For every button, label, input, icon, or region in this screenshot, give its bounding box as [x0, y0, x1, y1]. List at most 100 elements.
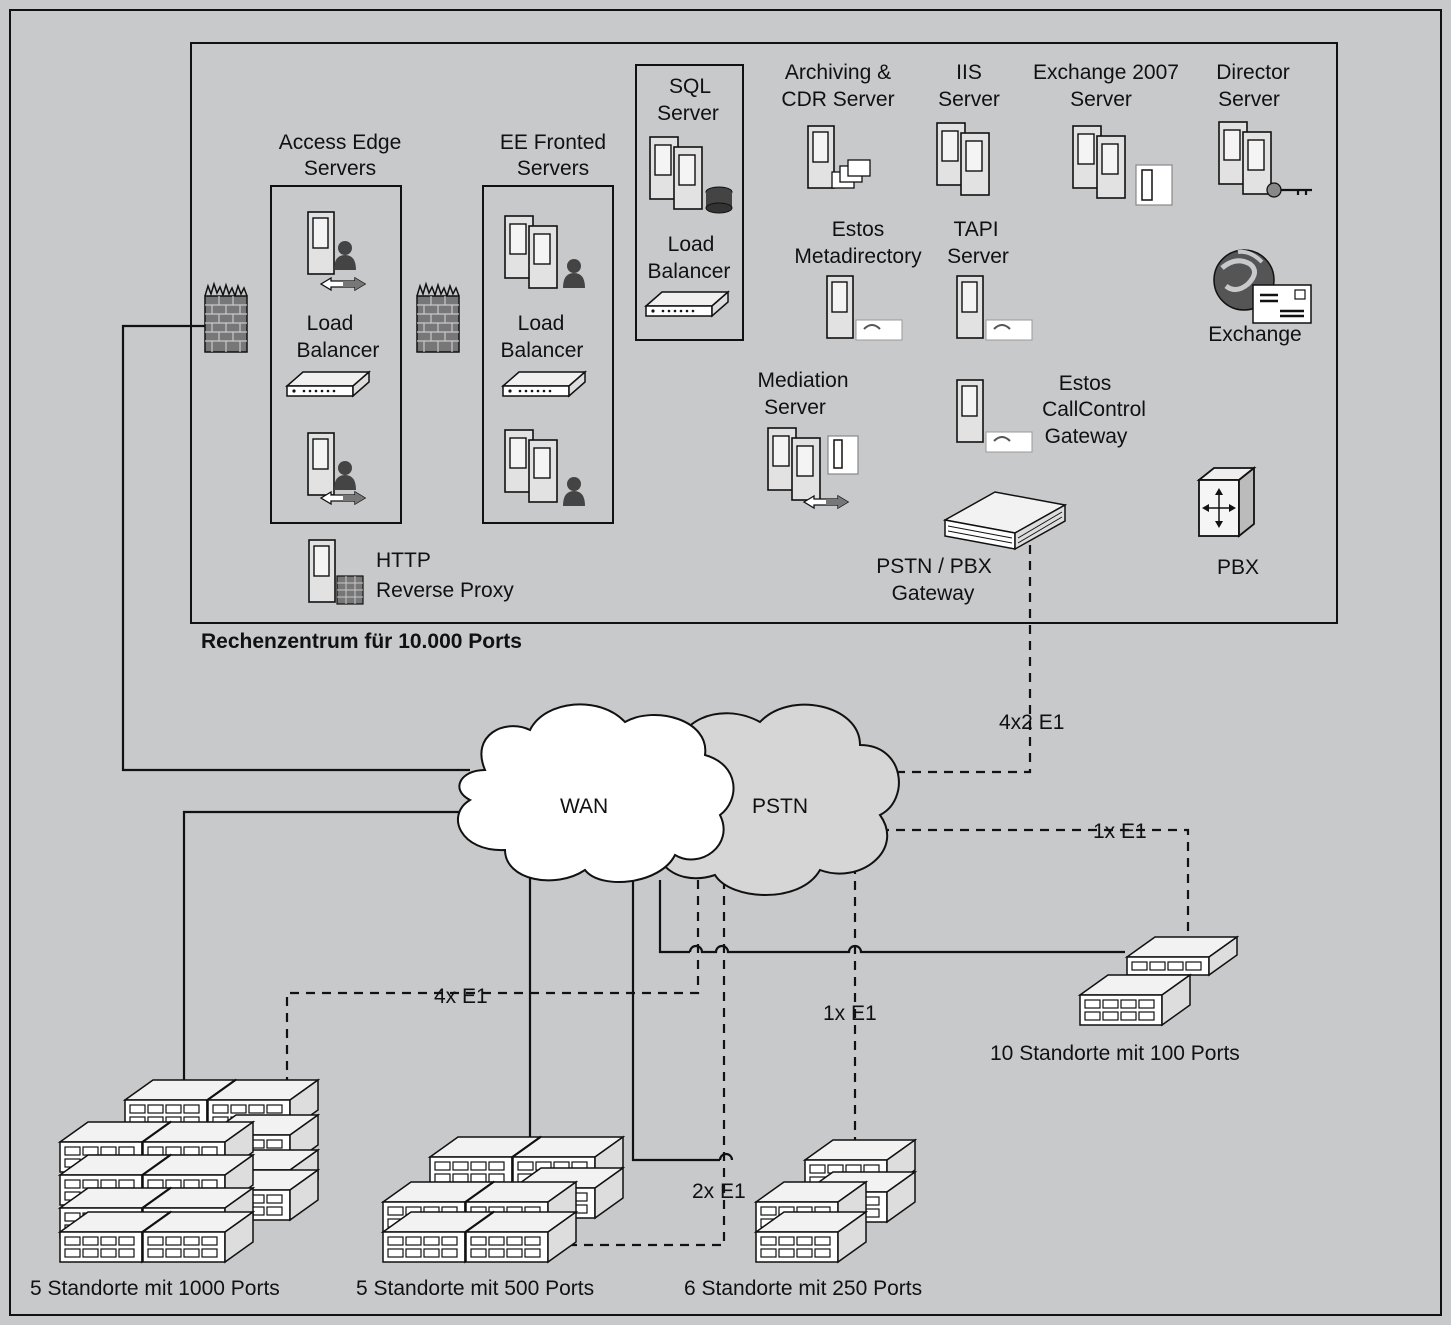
link-label-site250: 1x E1	[823, 1002, 877, 1025]
link-label-site500: 2x E1	[692, 1180, 746, 1203]
proxy-server-icon	[308, 539, 336, 603]
archiving-line-1: Archiving &	[785, 61, 891, 84]
estos-meta-server-icon	[826, 275, 854, 339]
pstn-cloud-label: PSTN	[752, 795, 808, 818]
sql-box	[635, 64, 744, 341]
ee-server-icon	[504, 215, 558, 289]
pbx: PBX	[1196, 466, 1259, 579]
tapi-line-1: TAPI	[953, 218, 998, 241]
estos-cc-line-1: Estos	[1059, 372, 1112, 395]
dc-pstn-link	[880, 545, 1032, 774]
ee-frontend-lb-2: Balancer	[501, 339, 584, 362]
ee-frontend-box	[482, 185, 614, 524]
director-line-1: Director	[1216, 61, 1290, 84]
key-icon	[1266, 182, 1312, 198]
iis-server: IIS Server	[936, 61, 1000, 196]
estos-meta-line-1: Estos	[832, 218, 885, 241]
sql-group: SQL Server Load Balancer	[635, 64, 744, 341]
datacenter-frame	[190, 42, 1338, 624]
mediation-line-1: Mediation	[757, 369, 848, 392]
tapi-line-2: Server	[947, 245, 1009, 268]
estos-cc-line-3: Gateway	[1045, 425, 1128, 448]
access-edge-box	[270, 185, 402, 524]
estos-logo-icon-2	[985, 319, 1033, 341]
site100-wan-link	[658, 880, 690, 954]
estos-cc-line-2: CallControl	[1042, 398, 1146, 421]
wan-cloud: WAN	[457, 703, 735, 883]
site1000-wan-link	[182, 810, 470, 1100]
phone-icon	[1135, 164, 1173, 206]
tapi-server: TAPI Server	[947, 218, 1033, 341]
estos-logo-icon-3	[985, 431, 1033, 453]
ee-frontend-group: EE Fronted Servers Load Balancer	[482, 131, 614, 524]
site-1000-label: 5 Standorte mit 1000 Ports	[30, 1277, 280, 1300]
load-balancer-icon	[286, 371, 370, 397]
director-server: Director Server	[1216, 61, 1312, 198]
tapi-server-icon	[956, 275, 984, 339]
database-icon	[705, 186, 733, 214]
proxy-line-2: Reverse Proxy	[376, 579, 514, 602]
sql-lb-1: Load	[668, 233, 715, 256]
gateway-icon	[942, 491, 1068, 551]
sql-title-1: SQL	[669, 75, 711, 98]
proxy-line-1: HTTP	[376, 549, 431, 572]
pstn-gw-line-1: PSTN / PBX	[876, 555, 992, 578]
folders-icon	[831, 159, 871, 189]
exchange2007-line-1: Exchange 2007	[1033, 61, 1179, 84]
iis-server-icon	[936, 122, 990, 196]
load-balancer-icon-3	[645, 291, 729, 317]
http-reverse-proxy: HTTP Reverse Proxy	[308, 539, 514, 605]
exchange-label: Exchange	[1208, 323, 1301, 346]
director-line-2: Server	[1218, 88, 1280, 111]
pstn-gateway: PSTN / PBX Gateway	[876, 491, 1068, 605]
exchange2007-server-icon	[1072, 125, 1126, 199]
link-label-dc-pstn: 4x2 E1	[999, 711, 1064, 734]
exchange2007-line-2: Server	[1070, 88, 1132, 111]
site-250-label: 6 Standorte mit 250 Ports	[684, 1277, 922, 1300]
access-edge-title-1: Access Edge	[279, 131, 402, 154]
pstn-lines	[285, 545, 1190, 1247]
datacenter-caption: Rechenzentrum für 10.000 Ports	[201, 630, 522, 653]
estos-callcontrol: Estos CallControl Gateway	[956, 372, 1146, 453]
phone-icon-2	[827, 435, 859, 475]
director-server-icon	[1218, 121, 1272, 195]
pstn-gw-line-2: Gateway	[892, 582, 975, 605]
access-edge-lb-2: Balancer	[297, 339, 380, 362]
iis-line-2: Server	[938, 88, 1000, 111]
mail-envelope-icon	[1252, 284, 1312, 324]
load-balancer-icon-2	[502, 371, 586, 397]
site-500-label: 5 Standorte mit 500 Ports	[356, 1277, 594, 1300]
link-label-site1000: 4x E1	[434, 985, 488, 1008]
firewall-mini-icon	[336, 575, 364, 605]
estos-metadirectory: Estos Metadirectory	[794, 218, 922, 341]
access-edge-title-2: Servers	[304, 157, 376, 180]
mediation-server: Mediation Server	[757, 369, 859, 509]
archiving-server: Archiving & CDR Server	[781, 61, 895, 189]
estos-logo-icon	[855, 319, 903, 341]
access-edge-group: Access Edge Servers Load Balancer	[270, 131, 402, 524]
outer-frame	[9, 9, 1442, 1316]
iis-line-1: IIS	[956, 61, 982, 84]
pbx-label: PBX	[1217, 556, 1259, 579]
mediation-line-2: Server	[764, 396, 826, 419]
access-edge-server-icon-2	[307, 432, 335, 496]
pbx-cube-icon	[1196, 466, 1257, 538]
sql-title-2: Server	[657, 102, 719, 125]
archiving-server-icon	[807, 125, 835, 189]
link-label-site100: 1x E1	[1093, 820, 1147, 843]
site100-pstn-link	[880, 828, 1190, 940]
ee-frontend-lb-1: Load	[518, 312, 565, 335]
sql-server-icon	[649, 136, 703, 210]
access-edge-server-icon	[307, 211, 335, 275]
dc-wan-link	[121, 324, 470, 772]
ee-frontend-title-2: Servers	[517, 157, 589, 180]
estos-cc-server-icon	[956, 379, 984, 443]
exchange: Exchange	[1208, 249, 1312, 346]
exchange2007-server: Exchange 2007 Server	[1033, 61, 1179, 206]
ee-server-icon-2	[504, 429, 558, 503]
estos-meta-line-2: Metadirectory	[794, 245, 922, 268]
sql-lb-2: Balancer	[648, 260, 731, 283]
mediation-server-icon	[767, 427, 821, 501]
site1000-pstn-link	[285, 880, 700, 1082]
